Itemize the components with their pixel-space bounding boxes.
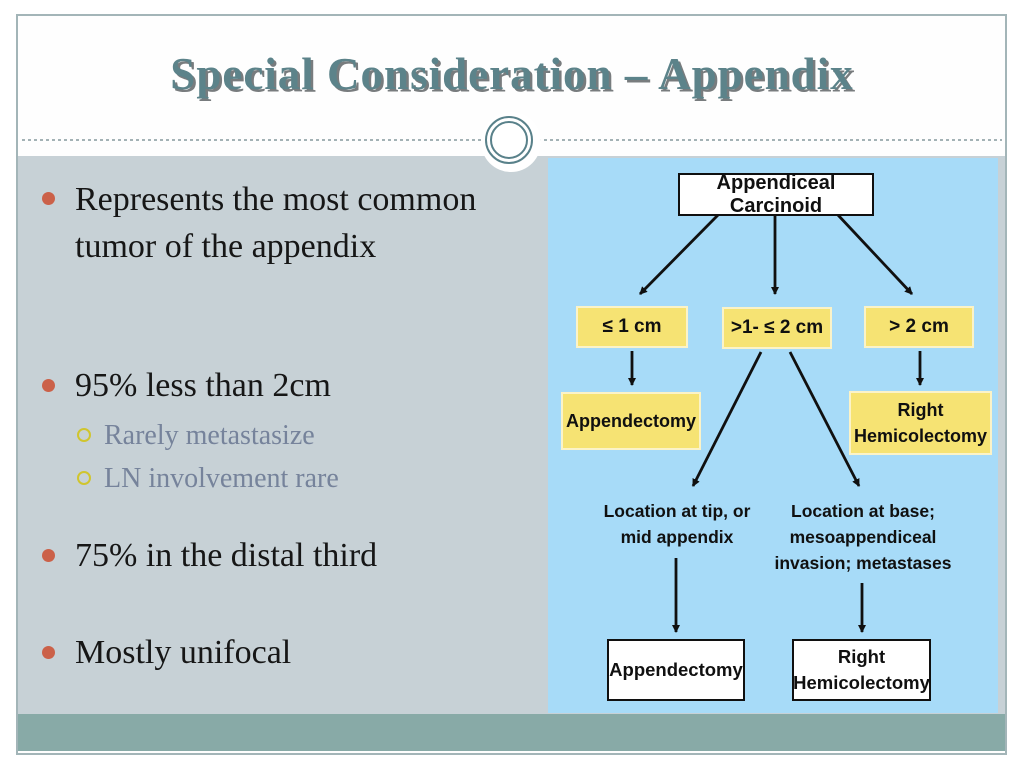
sub-bullet-item: Rarely metastasize <box>104 420 315 451</box>
bullet-item: Mostly unifocal <box>75 634 292 671</box>
flowchart-condition-base: Location at base; mesoappendiceal invasi… <box>774 501 952 573</box>
flowchart-appendectomy-node: Appendectomy <box>561 392 701 450</box>
flowchart-root-node: Appendiceal Carcinoid <box>678 172 874 217</box>
flowchart-condition-tip: Location at tip, or mid appendix <box>603 501 751 547</box>
footer-band <box>18 714 1005 751</box>
bullet-dot-icon <box>42 192 55 205</box>
arrow-mid-to-tip-condition <box>691 351 763 487</box>
arrow-root-to-large <box>836 214 914 295</box>
bullet-dot-icon <box>42 549 55 562</box>
circle-ornament-inner-ring <box>490 121 528 159</box>
slide-title: Special Consideration – Appendix <box>170 49 854 99</box>
circle-ornament-outer-ring <box>485 116 533 164</box>
bullet-dot-icon <box>42 646 55 659</box>
flowchart-panel: Appendiceal Carcinoid ≤ 1 cm >1- ≤ 2 cm … <box>548 158 998 713</box>
bullet-item: 75% in the distal third <box>75 537 378 574</box>
flowchart-size-large-node: > 2 cm <box>864 306 974 348</box>
bullet-item: Represents the most common tumor of the … <box>75 181 477 265</box>
sub-bullet-circle-icon <box>77 471 91 485</box>
sub-bullet-item: LN involvement rare <box>104 463 339 494</box>
bullet-item: 95% less than 2cm <box>75 367 331 404</box>
flowchart-outcome-appendectomy-node: Appendectomy <box>607 639 745 701</box>
circle-ornament-icon <box>481 112 541 172</box>
arrow-mid-to-base-condition <box>788 351 861 487</box>
flowchart-size-mid-node: >1- ≤ 2 cm <box>722 307 832 349</box>
arrow-root-to-small <box>639 214 719 295</box>
sub-bullet-circle-icon <box>77 428 91 442</box>
flowchart-size-small-node: ≤ 1 cm <box>576 306 688 348</box>
flowchart-right-hemicolectomy-node: Right Hemicolectomy <box>849 391 992 455</box>
flowchart-outcome-right-hemicolectomy-node: Right Hemicolectomy <box>792 639 931 701</box>
bullet-dot-icon <box>42 379 55 392</box>
flowchart-arrows <box>628 214 924 633</box>
